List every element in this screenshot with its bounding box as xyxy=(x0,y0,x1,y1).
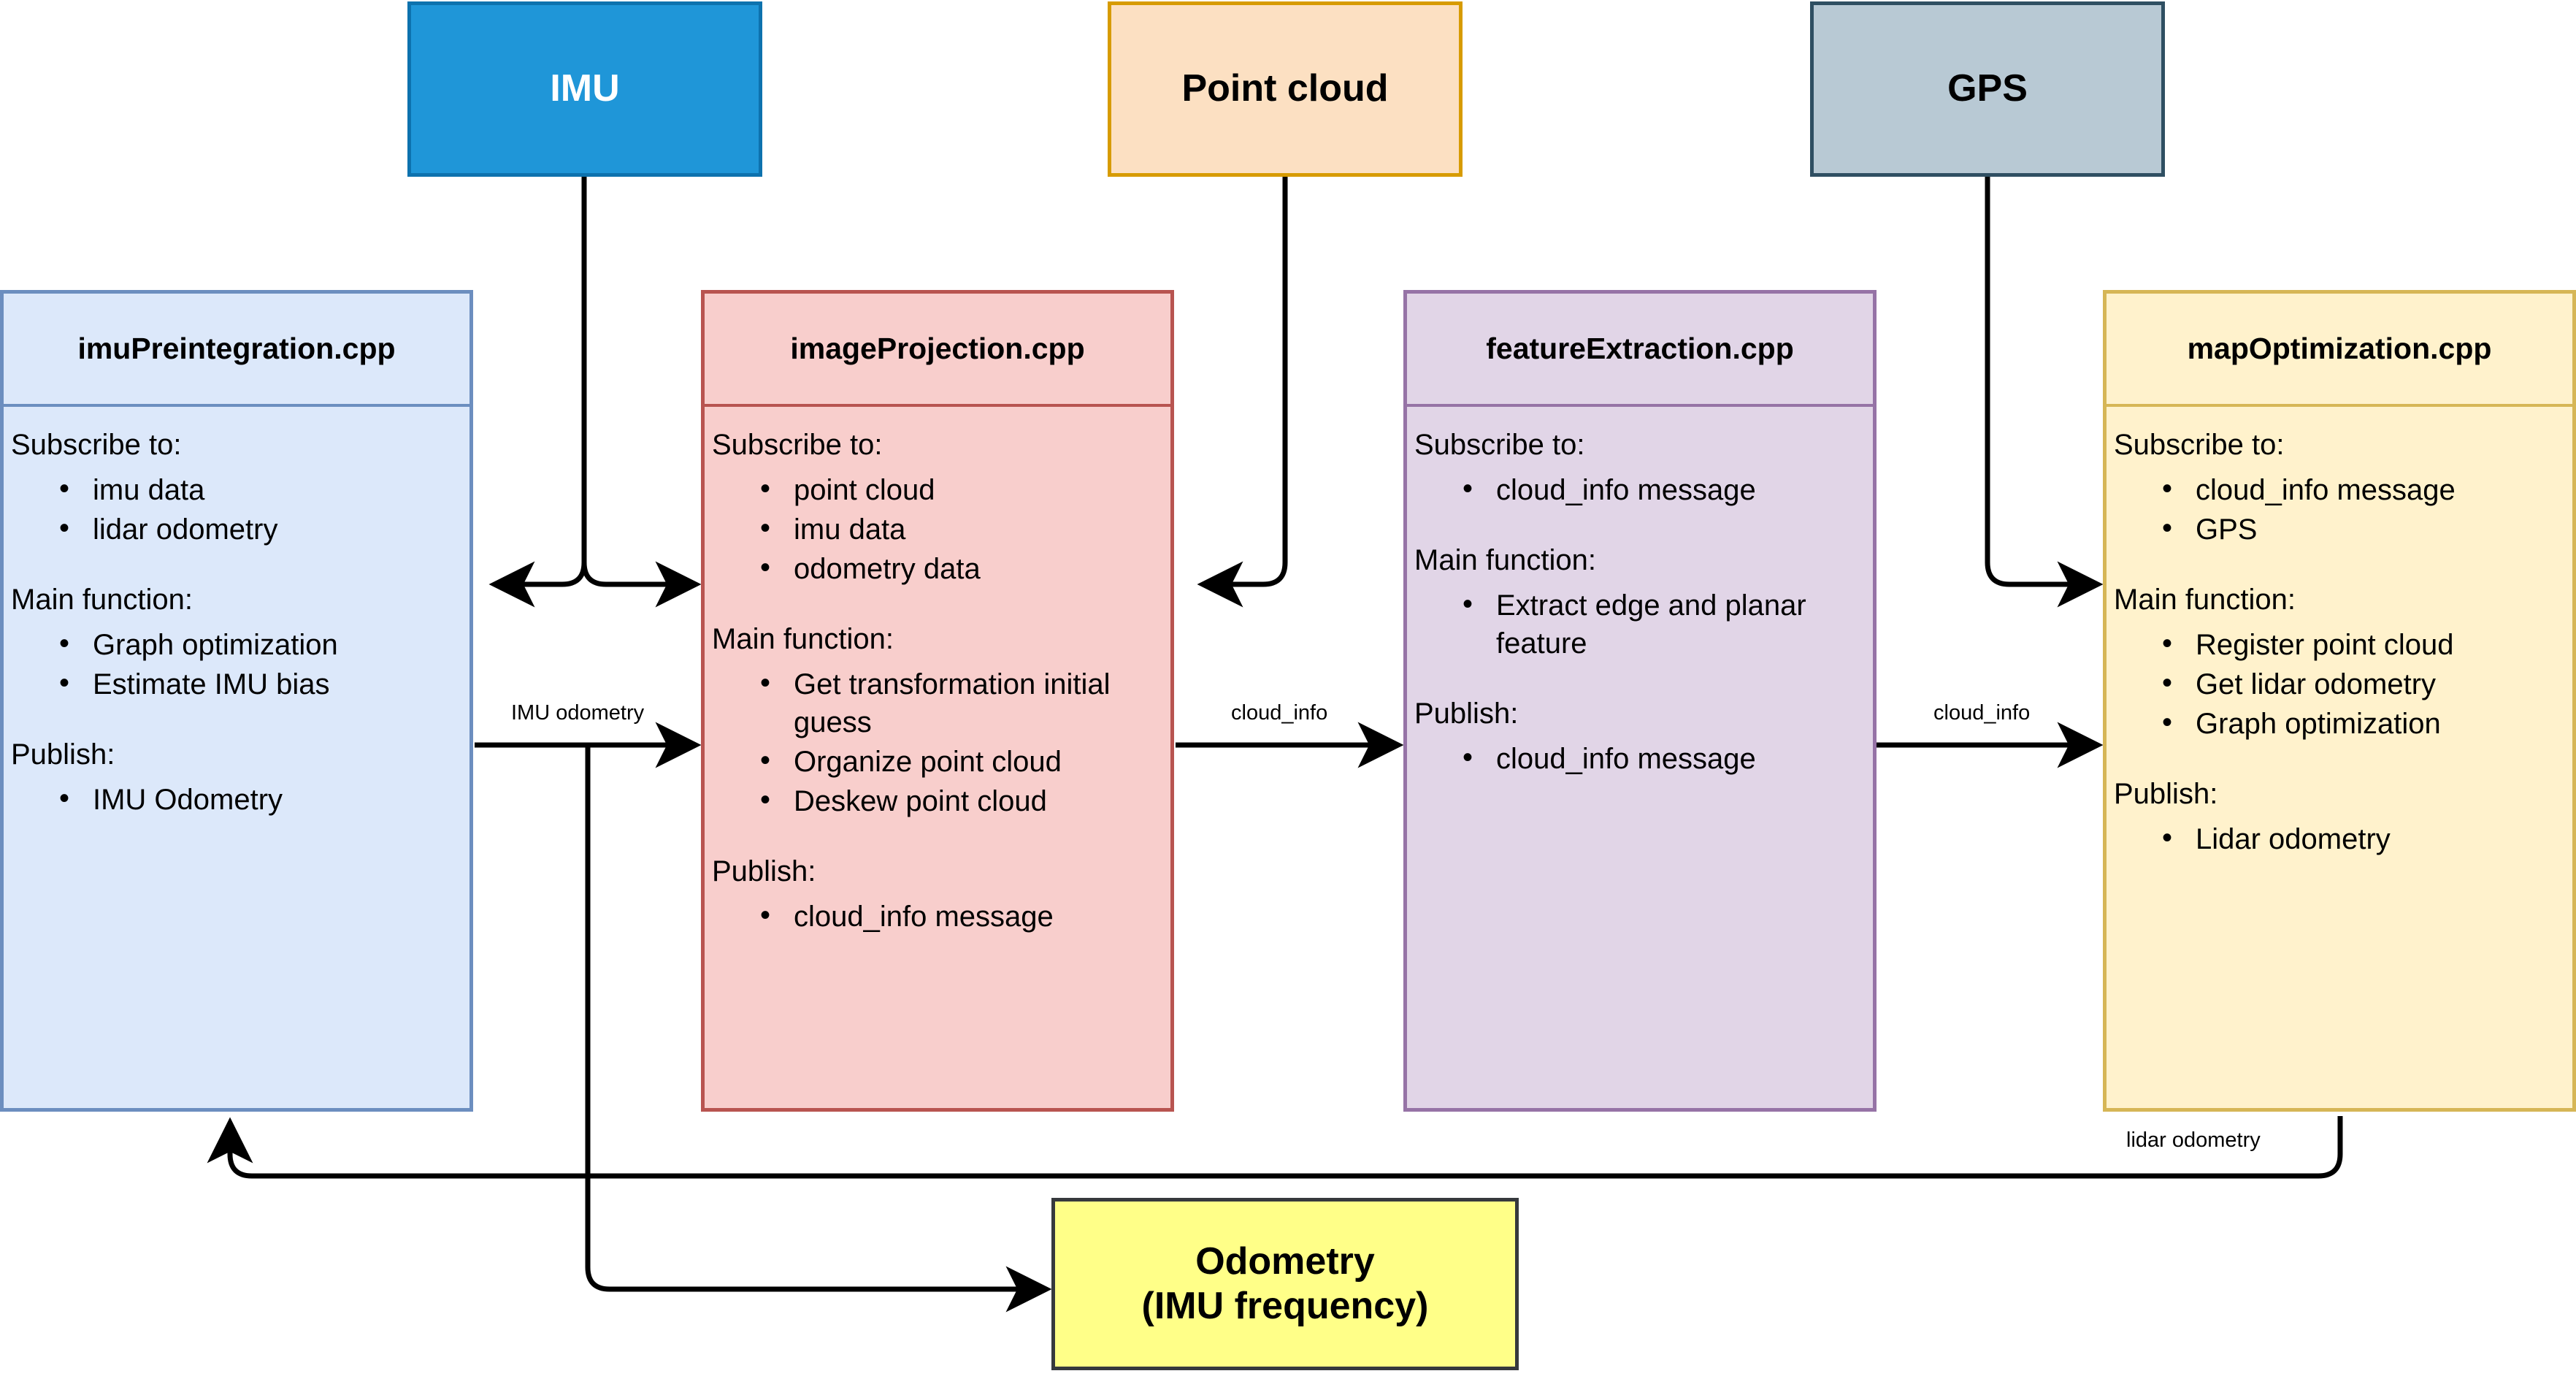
list-item: Lidar odometry xyxy=(2162,819,2568,858)
edge-label-cloud-info-1: cloud_info xyxy=(1231,701,1328,725)
list-item: imu data xyxy=(760,509,1166,549)
edge-gps-to-mapoptimization xyxy=(1985,177,2104,608)
sink-label-line1: Odometry xyxy=(1195,1239,1375,1283)
section-head-subscribe-mapoptimization: Subscribe to: xyxy=(2114,429,2285,461)
section-head-publish-featureextraction: Publish: xyxy=(1414,698,1519,730)
section-head-main-imupreintegration: Main function: xyxy=(11,584,193,616)
list-item: Deskew point cloud xyxy=(760,781,1166,820)
list-item: odometry data xyxy=(760,549,1166,588)
source-box-gps[interactable]: GPS xyxy=(1810,1,2165,177)
list-item: GPS xyxy=(2162,509,2568,549)
list-item: Extract edge and planar feature xyxy=(1463,585,1868,662)
component-title-imupreintegration: imuPreintegration.cpp xyxy=(4,294,469,407)
section-items-publish-featureextraction: cloud_info message xyxy=(1414,738,1868,778)
sink-box-odometry[interactable]: Odometry (IMU frequency) xyxy=(1051,1198,1519,1370)
component-box-imupreintegration[interactable]: imuPreintegration.cpp Subscribe to: imu … xyxy=(0,290,473,1112)
edge-imu-split xyxy=(488,177,702,608)
source-box-imu[interactable]: IMU xyxy=(407,1,762,177)
section-head-publish-imupreintegration: Publish: xyxy=(11,738,115,771)
section-items-subscribe-imageprojection: point cloud imu data odometry data xyxy=(712,470,1166,588)
component-title-featureextraction: featureExtraction.cpp xyxy=(1407,294,1873,407)
edge-pointcloud-to-imageprojection xyxy=(1197,177,1288,608)
list-item: Organize point cloud xyxy=(760,741,1166,781)
section-items-main-featureextraction: Extract edge and planar feature xyxy=(1414,585,1868,662)
list-item: lidar odometry xyxy=(59,509,465,549)
section-head-main-mapoptimization: Main function: xyxy=(2114,584,2296,616)
component-title-mapoptimization: mapOptimization.cpp xyxy=(2107,294,2572,407)
sink-label-line2: (IMU frequency) xyxy=(1141,1285,1429,1327)
source-label-imu: IMU xyxy=(550,67,620,110)
component-box-imageprojection[interactable]: imageProjection.cpp Subscribe to: point … xyxy=(701,290,1174,1112)
list-item: point cloud xyxy=(760,470,1166,509)
list-item: IMU Odometry xyxy=(59,779,465,819)
section-items-subscribe-imupreintegration: imu data lidar odometry xyxy=(11,470,465,549)
section-head-main-imageprojection: Main function: xyxy=(712,623,894,655)
component-box-mapoptimization[interactable]: mapOptimization.cpp Subscribe to: cloud_… xyxy=(2103,290,2576,1112)
list-item: cloud_info message xyxy=(2162,470,2568,509)
edge-mapoptimization-to-imupreintegration xyxy=(207,1116,2343,1179)
list-item: cloud_info message xyxy=(1463,738,1868,778)
source-label-pointcloud: Point cloud xyxy=(1181,67,1389,110)
list-item: Graph optimization xyxy=(2162,703,2568,743)
list-item: cloud_info message xyxy=(760,896,1166,936)
source-label-gps: GPS xyxy=(1947,67,2028,110)
section-head-subscribe-imupreintegration: Subscribe to: xyxy=(11,429,182,461)
list-item: Get transformation initial guess xyxy=(760,664,1166,741)
list-item: cloud_info message xyxy=(1463,470,1868,509)
section-head-publish-mapoptimization: Publish: xyxy=(2114,778,2218,810)
section-items-main-imupreintegration: Graph optimization Estimate IMU bias xyxy=(11,624,465,703)
component-title-imageprojection: imageProjection.cpp xyxy=(705,294,1170,407)
list-item: Graph optimization xyxy=(59,624,465,664)
component-body-imageprojection: Subscribe to: point cloud imu data odome… xyxy=(705,407,1170,1108)
component-body-imupreintegration: Subscribe to: imu data lidar odometry Ma… xyxy=(4,407,469,1108)
section-head-main-featureextraction: Main function: xyxy=(1414,544,1597,576)
list-item: imu data xyxy=(59,470,465,509)
edge-label-lidar-odometry: lidar odometry xyxy=(2126,1128,2261,1152)
source-box-pointcloud[interactable]: Point cloud xyxy=(1108,1,1463,177)
section-head-subscribe-imageprojection: Subscribe to: xyxy=(712,429,883,461)
section-items-subscribe-featureextraction: cloud_info message xyxy=(1414,470,1868,509)
section-head-publish-imageprojection: Publish: xyxy=(712,855,816,887)
section-items-publish-imupreintegration: IMU Odometry xyxy=(11,779,465,819)
sink-label-odometry: Odometry (IMU frequency) xyxy=(1142,1239,1429,1329)
edge-label-cloud-info-2: cloud_info xyxy=(1933,701,2031,725)
list-item: Estimate IMU bias xyxy=(59,664,465,703)
component-box-featureextraction[interactable]: featureExtraction.cpp Subscribe to: clou… xyxy=(1403,290,1877,1112)
section-items-publish-mapoptimization: Lidar odometry xyxy=(2114,819,2568,858)
edge-label-imu-odometry: IMU odometry xyxy=(511,701,645,725)
section-head-subscribe-featureextraction: Subscribe to: xyxy=(1414,429,1585,461)
list-item: Get lidar odometry xyxy=(2162,664,2568,703)
section-items-subscribe-mapoptimization: cloud_info message GPS xyxy=(2114,470,2568,549)
section-items-publish-imageprojection: cloud_info message xyxy=(712,896,1166,936)
section-items-main-mapoptimization: Register point cloud Get lidar odometry … xyxy=(2114,624,2568,743)
component-body-mapoptimization: Subscribe to: cloud_info message GPS Mai… xyxy=(2107,407,2572,1108)
list-item: Register point cloud xyxy=(2162,624,2568,664)
component-body-featureextraction: Subscribe to: cloud_info message Main fu… xyxy=(1407,407,1873,1108)
section-items-main-imageprojection: Get transformation initial guess Organiz… xyxy=(712,664,1166,820)
